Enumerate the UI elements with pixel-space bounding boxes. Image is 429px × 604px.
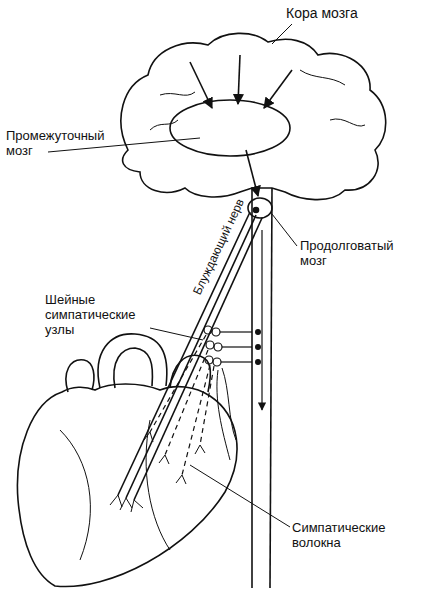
aorta <box>98 334 167 388</box>
structure-label: Шейные симпатические узлы <box>45 292 160 337</box>
diencephalon-outline <box>170 100 290 156</box>
structure-label: Продолговатый мозг <box>300 238 420 268</box>
brain-outline <box>121 33 386 199</box>
nerve-label: Блуждающий нерв <box>190 196 248 297</box>
heart-outline <box>17 384 237 587</box>
structure-label: Кора мозга <box>286 6 358 21</box>
structure-label: Промежуточный мозг <box>6 128 114 158</box>
structure-label: Симпатические волокна <box>292 520 417 550</box>
